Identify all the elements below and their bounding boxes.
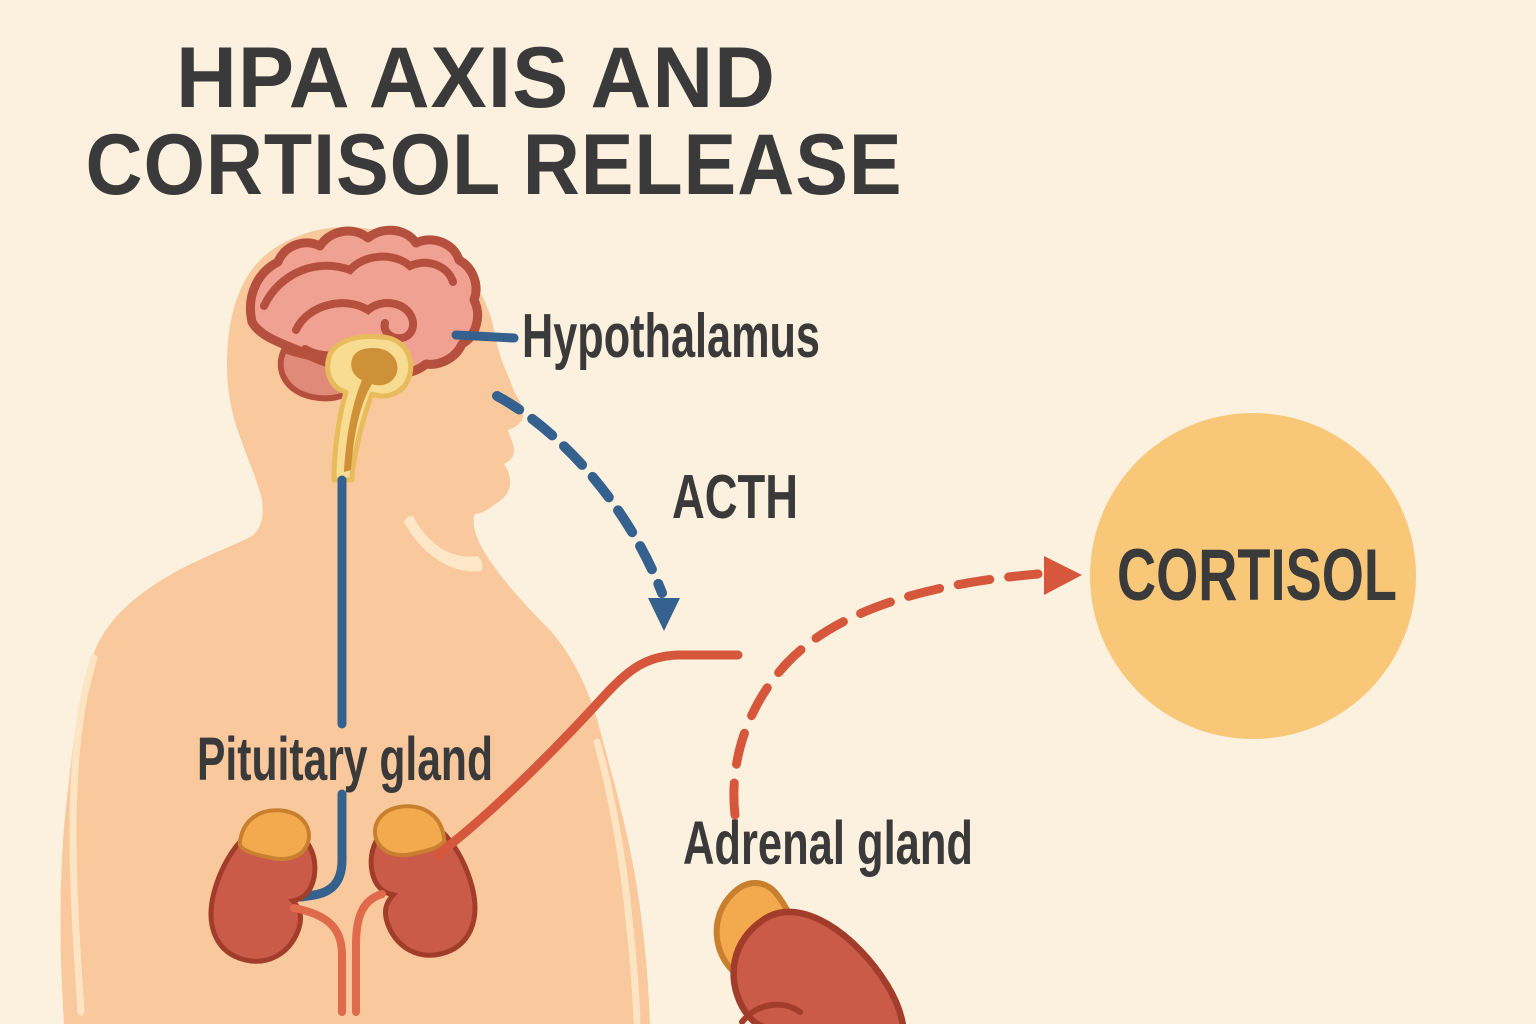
brain-fold-top: [260, 252, 457, 310]
blue-arrowhead-icon: [648, 598, 680, 631]
brain-fold-spiral: [292, 299, 417, 343]
left-arm-crease: [69, 654, 98, 1016]
brain-illustration: [246, 225, 482, 402]
hypothalamus-leader-line: [451, 330, 519, 343]
red-arrowhead-icon: [1044, 556, 1082, 595]
right-ureter: [352, 890, 386, 1016]
left-ureter: [290, 904, 346, 1016]
blue-dashed-arc: [492, 391, 667, 598]
adrenal-leader-curve: [432, 650, 743, 860]
cortisol-label: CORTISOL: [1117, 535, 1397, 616]
closeup-kidney: [730, 908, 908, 1024]
right-arm-crease: [593, 738, 641, 1024]
pituitary-gland-label: Pituitary gland: [197, 725, 493, 793]
acth-label: ACTH: [672, 463, 798, 532]
brainstem-inner: [344, 348, 398, 472]
body-silhouette: [60, 226, 650, 1024]
pituitary-line-lower: [296, 789, 347, 902]
cortisol-release-arrow: [729, 556, 1082, 820]
adrenal-gland-label: Adrenal gland: [683, 809, 973, 877]
adrenal-gland-closeup: [713, 880, 908, 1024]
page-title-line2: CORTISOL RELEASE: [86, 117, 903, 213]
right-adrenal-gland: [373, 804, 447, 858]
kidneys: [208, 804, 478, 1016]
hypothalamus-label: Hypothalamus: [522, 302, 820, 371]
brainstem-pituitary: [325, 333, 414, 483]
acth-arrow: [492, 391, 680, 631]
cortisol-circle: [1090, 413, 1416, 739]
page-title-line1: HPA AXIS AND: [176, 30, 776, 126]
red-dashed-arc: [729, 569, 1043, 820]
shoulder-highlight: [404, 515, 483, 572]
left-adrenal-gland: [237, 808, 311, 862]
closeup-kidney-hilum: [739, 1001, 803, 1024]
